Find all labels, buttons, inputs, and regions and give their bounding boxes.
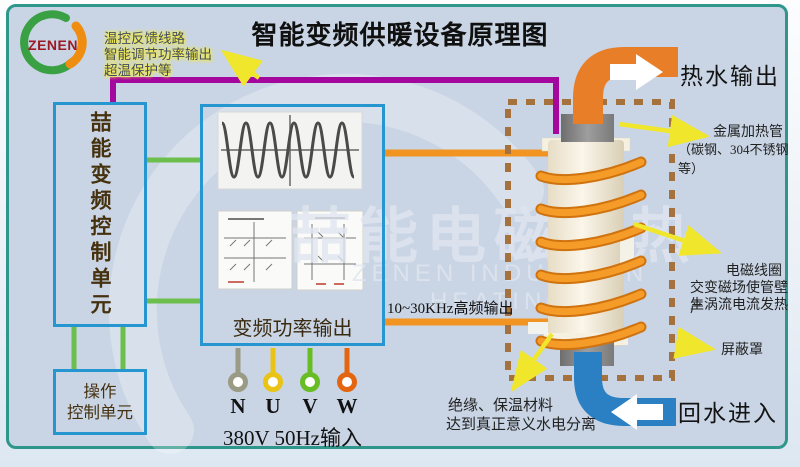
logo-text: ZENEN bbox=[28, 37, 78, 53]
shield-label: 屏蔽罩 bbox=[721, 343, 763, 358]
page-title: 智能变频供暖设备原理图 bbox=[251, 20, 549, 50]
return-water-label: 回水进入 bbox=[678, 401, 778, 426]
hf-output-label: 10~30KHz高频输出 bbox=[387, 301, 514, 317]
coil-label-line2: 交变磁场使管壁产 bbox=[690, 281, 788, 316]
tube-label-line1: 金属加热管 bbox=[713, 125, 783, 140]
hot-water-label: 热水输出 bbox=[680, 64, 780, 89]
terminal-label-u: U bbox=[265, 394, 281, 418]
controller-box: 喆能变频控制单元 bbox=[53, 102, 147, 327]
coil-label-line3: 生涡流电流发热 bbox=[690, 298, 788, 313]
insulation-label-line1: 绝缘、保温材料 bbox=[448, 398, 554, 414]
operation-box-line1: 操作 bbox=[83, 382, 117, 401]
operation-box: 操作 控制单元 bbox=[53, 369, 147, 435]
feedback-note-line2: 智能调节功率输出 bbox=[104, 47, 212, 62]
tube-label-line2: （碳钢、304不锈钢等） bbox=[678, 142, 789, 176]
feedback-note-line3: 超温保护等 bbox=[104, 63, 172, 78]
power-input-label: 380V 50Hz输入 bbox=[222, 426, 363, 450]
inverter-box-label: 变频功率输出 bbox=[232, 318, 353, 340]
terminal-label-w: W bbox=[336, 394, 358, 418]
controller-box-label: 喆能变频控制单元 bbox=[88, 110, 112, 319]
feedback-note: 温控反馈线路 智能调节功率输出 超温保护等 bbox=[104, 31, 212, 79]
insulation-label-line2: 达到真正意义水电分离 bbox=[446, 417, 597, 433]
terminal-label-n: N bbox=[230, 394, 246, 418]
feedback-note-line1: 温控反馈线路 bbox=[104, 31, 185, 46]
operation-box-line2: 控制单元 bbox=[67, 403, 133, 422]
coil-label-line1: 电磁线圈 bbox=[726, 264, 782, 279]
terminal-label-v: V bbox=[302, 394, 318, 418]
inverter-box bbox=[200, 104, 385, 346]
